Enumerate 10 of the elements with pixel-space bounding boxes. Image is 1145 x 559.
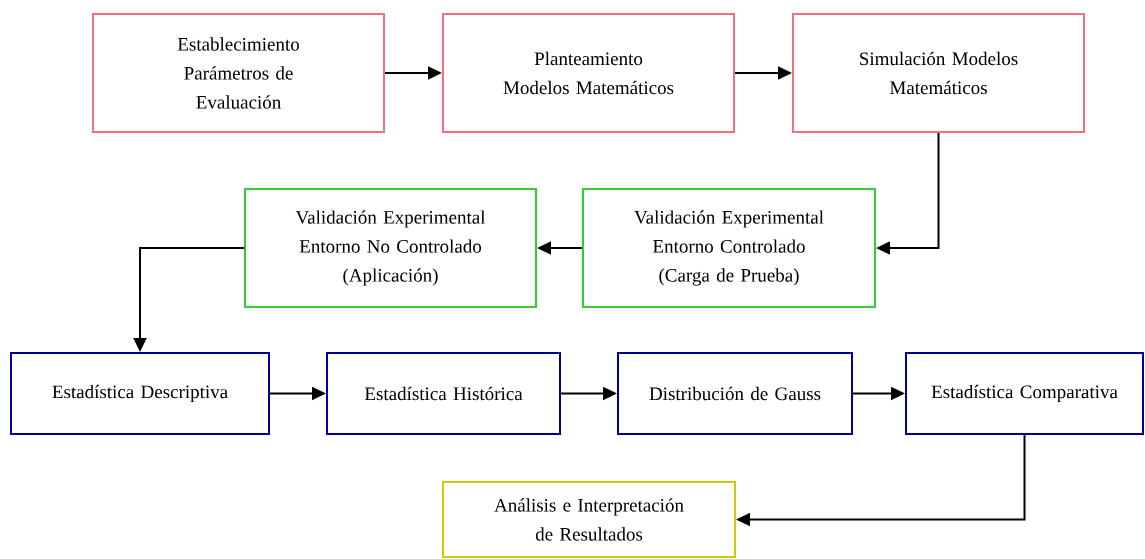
process-box: Establecimiento Parámetros de Evaluación — [92, 13, 385, 133]
process-box: Distribución de Gauss — [617, 352, 853, 435]
process-box: Validación Experimental Entorno No Controlado (Aplicación) — [244, 188, 537, 308]
process-box: Estadística Comparativa — [905, 352, 1144, 435]
process-box: Estadística Histórica — [326, 352, 561, 435]
process-box: Simulación Modelos Matemáticos — [792, 13, 1085, 133]
process-box: Análisis e Interpretación de Resultados — [442, 481, 736, 558]
process-box: Validación Experimental Entorno Controlado (Carga de Prueba) — [582, 188, 876, 308]
process-box: Planteamiento Modelos Matemáticos — [442, 13, 735, 133]
process-box: Estadística Descriptiva — [10, 352, 270, 435]
